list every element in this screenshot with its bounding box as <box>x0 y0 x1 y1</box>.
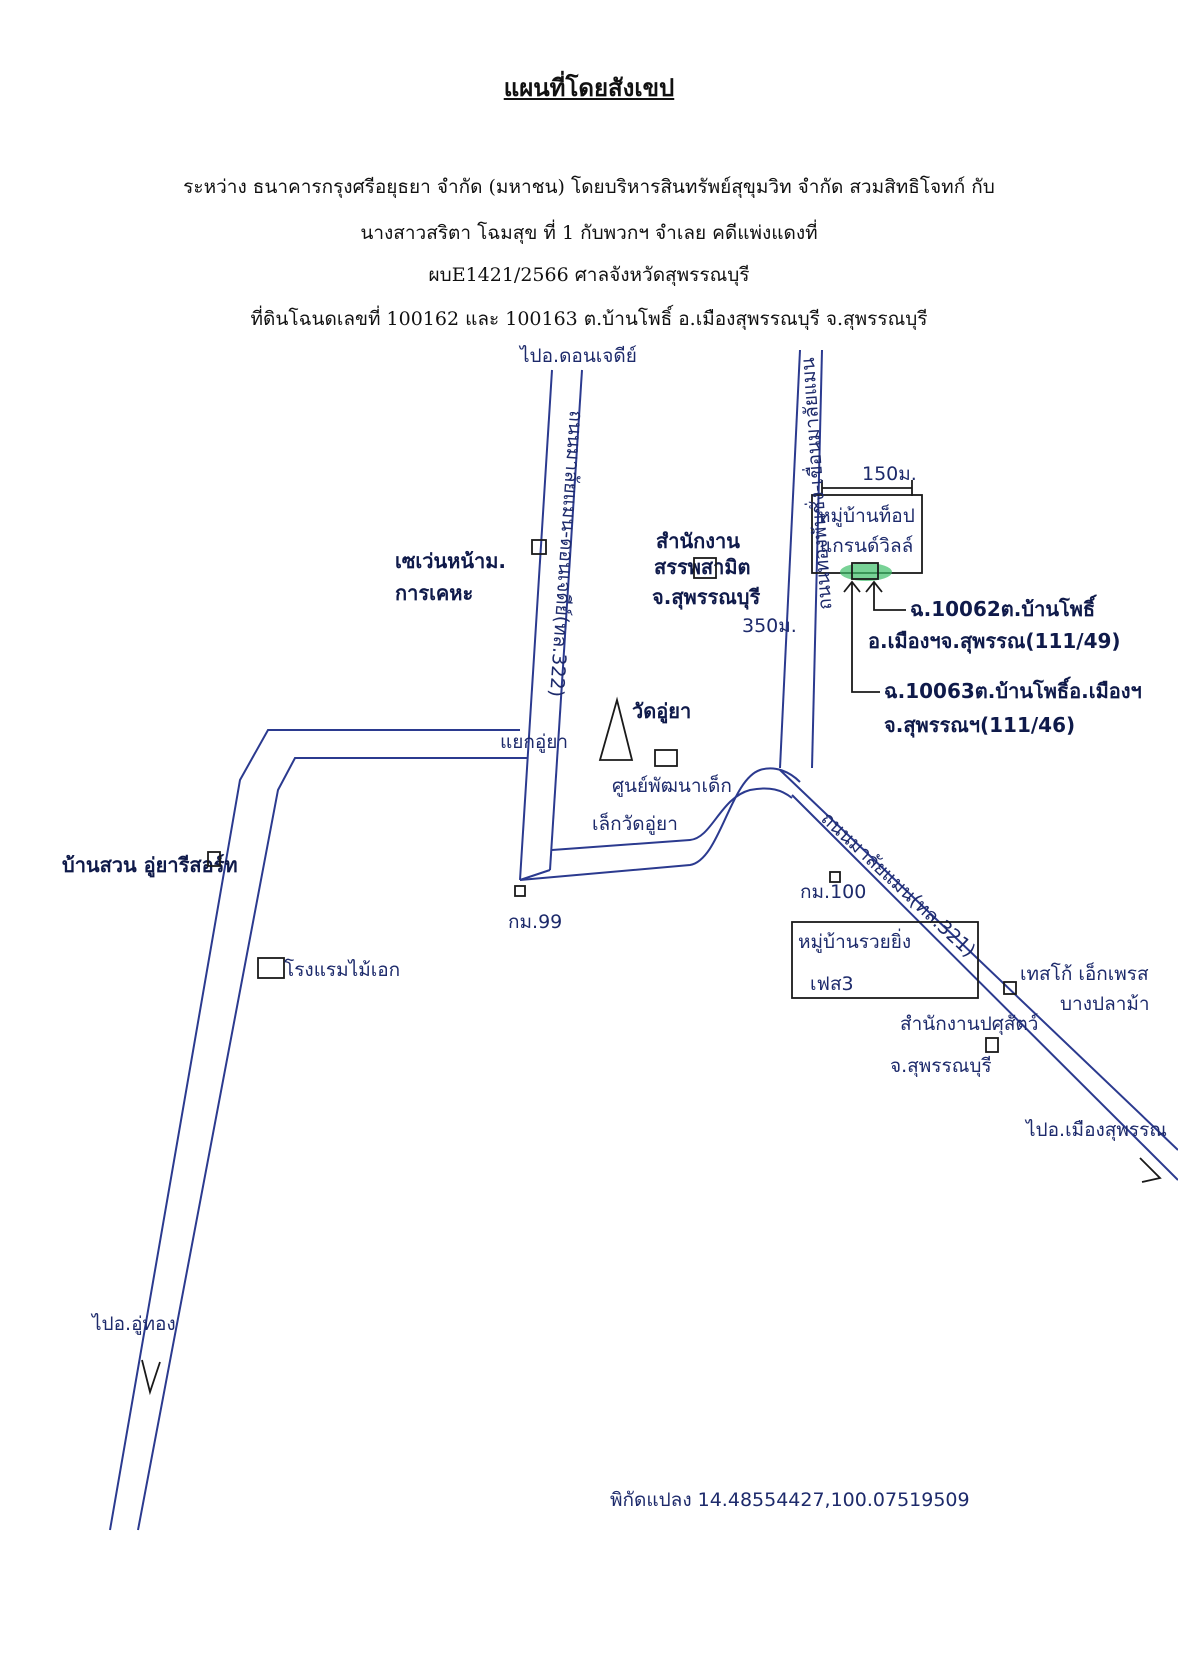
road-321-south-edge <box>791 794 1178 1181</box>
road-322-east-edge <box>549 369 583 871</box>
deed-100062-arrow <box>873 582 906 611</box>
to-u-thong-arrow <box>141 1359 161 1396</box>
village-ruay-ying-label-1: หมู่บ้านรวยยิ่ง <box>798 928 911 953</box>
road-u-thong-outer <box>109 729 520 1531</box>
coordinates-label: พิกัดแปลง 14.48554427,100.07519509 <box>610 1489 970 1511</box>
seven-eleven-label-1: เซเว่นหน้าม. <box>395 549 506 573</box>
km-100-label: กม.100 <box>800 881 866 903</box>
hotel-marker <box>257 957 285 979</box>
km-99-label: กม.99 <box>508 911 562 933</box>
ban-suan-marker <box>207 851 221 867</box>
seven-eleven-marker <box>531 539 547 555</box>
to-mueang-arrow <box>1139 1157 1162 1183</box>
seven-eleven-label-2: การเคหะ <box>395 581 473 605</box>
case-line-3: ผบE1421/2566 ศาลจังหวัดสุพรรณบุรี <box>428 264 750 286</box>
to-mueang-label: ไปอ.เมืองสุพรรณ <box>1024 1119 1167 1142</box>
child-center-label-1: ศูนย์พัฒนาเด็ก <box>612 773 732 797</box>
property-parcel-box <box>851 562 879 580</box>
dist-150-label: 150ม. <box>862 463 917 485</box>
deed-100063-line-1: ฉ.10063ต.บ้านโพธิ์อ.เมืองฯ <box>884 676 1142 703</box>
road-321-north-edge <box>779 769 1178 1151</box>
deed-100062-line-2: อ.เมืองฯจ.สุพรรณ(111/49) <box>868 629 1121 654</box>
village-grand-villa-label-2: แกรนด์วิลล์ <box>820 535 913 557</box>
page-title: แผนที่โดยสังเขป <box>503 73 675 102</box>
property-highlight <box>840 563 892 581</box>
deed-100063-arrow <box>851 582 880 693</box>
road-322-west-edge <box>519 369 553 881</box>
village-grand-villa-label-1: หมู่บ้านท็อป <box>818 503 915 527</box>
road-connector-a <box>519 767 801 881</box>
excise-office-label-3: จ.สุพรรณบุรี <box>652 585 760 610</box>
child-center-label-2: เล็กวัดอู่ยา <box>592 811 678 835</box>
to-u-thong-label: ไปอ.อู่ทอง <box>90 1313 176 1335</box>
excise-office-marker <box>693 557 717 579</box>
road-east-label: ถนนทองพันชั่ง-เขื่อนมาลัยแมน <box>794 357 837 611</box>
deed-100062-arrowhead <box>865 580 883 593</box>
yaek-u-ya-label: แยกอู่ยา <box>500 731 568 753</box>
to-don-chedi-label: ไปอ.ดอนเจดีย์ <box>518 345 637 367</box>
deed-100062-line-1: ฉ.10062ต.บ้านโพธิ์ <box>910 594 1097 621</box>
livestock-label-1: สำนักงานปศุสัตว์ <box>900 1013 1038 1036</box>
case-line-2: นางสาวสริตา โฉมสุข ที่ 1 กับพวกฯ จำเลย ค… <box>360 222 818 244</box>
deed-100063-arrowhead <box>843 580 861 593</box>
road-east-west-edge <box>779 349 801 769</box>
road-u-thong-inner <box>137 757 528 1531</box>
tesco-marker <box>1003 981 1017 995</box>
case-line-4: ที่ดินโฉนดเลขที่ 100162 และ 100163 ต.บ้า… <box>250 308 928 330</box>
km-99-marker <box>514 885 526 897</box>
village-ruay-ying-box <box>791 921 979 999</box>
wat-u-ya-marker <box>598 696 634 761</box>
tesco-label-1: เทสโก้ เอ็กเพรส <box>1020 961 1149 985</box>
tesco-label-2: บางปลาม้า <box>1060 993 1150 1015</box>
livestock-label-2: จ.สุพรรณบุรี <box>890 1055 992 1078</box>
livestock-marker <box>985 1037 999 1053</box>
excise-office-label-1: สำนักงาน <box>656 529 740 553</box>
road-322-label: ถนนมาลัยแมน-ดอนเจดีย์(ทล.322) <box>545 410 587 698</box>
road-east-east-edge <box>811 349 823 769</box>
road-connector-b <box>519 869 551 881</box>
excise-office-label-2: สรรพสามิต <box>654 555 750 579</box>
hotel-label: โรงแรมไม้เอก <box>284 958 400 981</box>
case-line-1: ระหว่าง ธนาคารกรุงศรีอยุธยา จำกัด (มหาชน… <box>183 176 995 198</box>
dist-350-label: 350ม. <box>742 615 797 637</box>
child-center-marker <box>654 749 678 767</box>
km-100-marker <box>829 871 841 883</box>
deed-100063-line-2: จ.สุพรรณฯ(111/46) <box>884 713 1075 738</box>
village-ruay-ying-label-2: เฟส3 <box>810 973 854 995</box>
road-connector-c <box>551 787 793 851</box>
wat-u-ya-label: วัดอู่ยา <box>632 699 691 725</box>
